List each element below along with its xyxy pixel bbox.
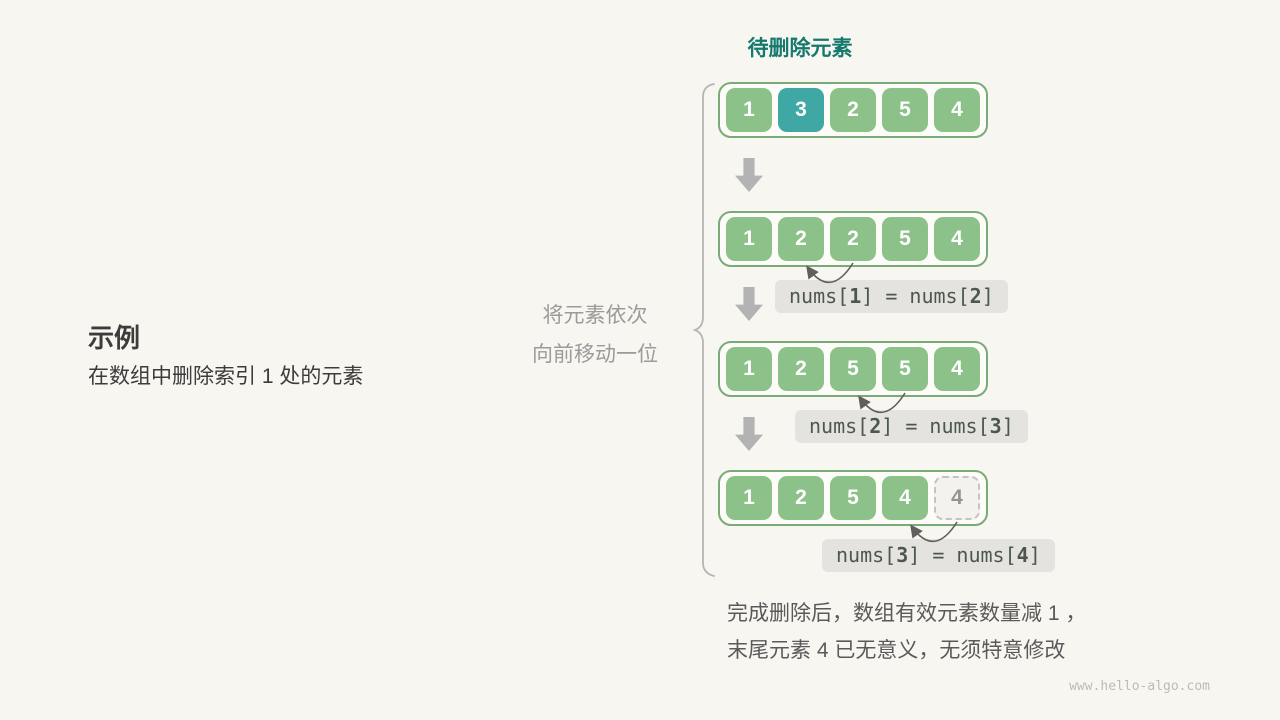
array-cell: 4 (934, 347, 980, 391)
footer-line2: 末尾元素 4 已无意义，无须特意修改 (727, 639, 1066, 662)
array-cell: 1 (726, 476, 772, 520)
code-text: ] (1001, 414, 1014, 438)
code-text: ] (981, 284, 994, 308)
example-description: 在数组中删除索引 1 处的元素 (88, 365, 364, 388)
array-cell: 5 (830, 476, 876, 520)
array-cell: 5 (882, 88, 928, 132)
code-index: 4 (1016, 543, 1029, 567)
pending-delete-label: 待删除元素 (747, 37, 853, 60)
down-arrow-icon (735, 287, 763, 321)
array-cell: 5 (830, 347, 876, 391)
code-index: 1 (849, 284, 862, 308)
array-cell: 2 (778, 347, 824, 391)
array-cell: 4 (934, 217, 980, 261)
code-text: nums[ (836, 543, 897, 567)
code-text: nums[ (789, 284, 850, 308)
code-index: 2 (869, 414, 882, 438)
shift-note: 将元素依次 向前移动一位 (495, 296, 695, 374)
code-index: 3 (989, 414, 1002, 438)
array-cell: 4 (934, 88, 980, 132)
array-cell: 2 (778, 476, 824, 520)
watermark: www.hello-algo.com (1069, 679, 1210, 694)
array-cell: 1 (726, 347, 772, 391)
code-text: ] = nums[ (861, 284, 970, 308)
code-label: nums[3] = nums[4] (822, 539, 1055, 572)
array-cell: 1 (726, 217, 772, 261)
array-cell: 2 (830, 88, 876, 132)
shift-note-line2: 向前移动一位 (532, 343, 658, 366)
array-cell: 4 (934, 476, 980, 520)
example-heading: 示例 (88, 323, 141, 353)
array-cell: 5 (882, 217, 928, 261)
code-label: nums[1] = nums[2] (775, 280, 1008, 313)
array-cell: 3 (778, 88, 824, 132)
shift-note-line1: 将元素依次 (542, 304, 648, 327)
array-cell: 1 (726, 88, 772, 132)
footer-line1: 完成删除后，数组有效元素数量减 1 ， (727, 602, 1087, 625)
code-text: ] = nums[ (908, 543, 1017, 567)
code-index: 3 (896, 543, 909, 567)
array-cell: 2 (778, 217, 824, 261)
code-text: ] = nums[ (881, 414, 990, 438)
array-cell: 4 (882, 476, 928, 520)
code-index: 2 (969, 284, 982, 308)
array-cell: 2 (830, 217, 876, 261)
array-cell: 5 (882, 347, 928, 391)
code-text: nums[ (809, 414, 870, 438)
code-text: ] (1028, 543, 1041, 567)
down-arrow-icon (735, 417, 763, 451)
code-label: nums[2] = nums[3] (795, 410, 1028, 443)
down-arrow-icon (735, 158, 763, 192)
